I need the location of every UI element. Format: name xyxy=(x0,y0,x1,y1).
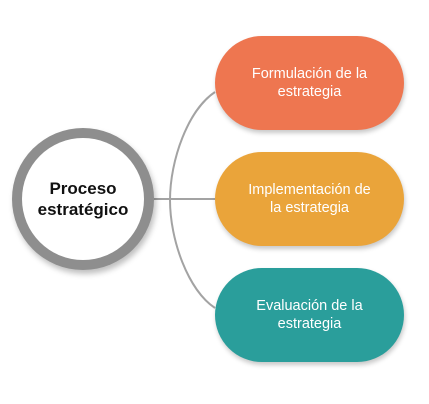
central-node: Proceso estratégico xyxy=(12,128,154,270)
node-implementation: Implementación de la estrategia xyxy=(215,152,404,246)
central-label-line-2: estratégico xyxy=(37,200,129,219)
central-label-line-1: Proceso xyxy=(49,179,117,198)
central-node-label: Proceso estratégico xyxy=(33,178,133,220)
node-formulation-line-1: Formulación de la xyxy=(251,66,368,82)
node-formulation-line-2: estrategia xyxy=(277,84,342,100)
node-implementation-line-1: Implementación de xyxy=(248,182,371,198)
node-formulation: Formulación de la estrategia xyxy=(215,36,404,130)
node-evaluation-line-1: Evaluación de la xyxy=(256,298,363,314)
node-evaluation: Evaluación de la estrategia xyxy=(215,268,404,362)
node-implementation-label: Implementación de la estrategia xyxy=(230,181,390,217)
node-implementation-line-2: la estrategia xyxy=(270,200,349,216)
node-formulation-label: Formulación de la estrategia xyxy=(230,65,390,101)
node-evaluation-label: Evaluación de la estrategia xyxy=(230,297,390,333)
node-evaluation-line-2: estrategia xyxy=(277,316,342,332)
central-node-inner: Proceso estratégico xyxy=(22,138,144,260)
